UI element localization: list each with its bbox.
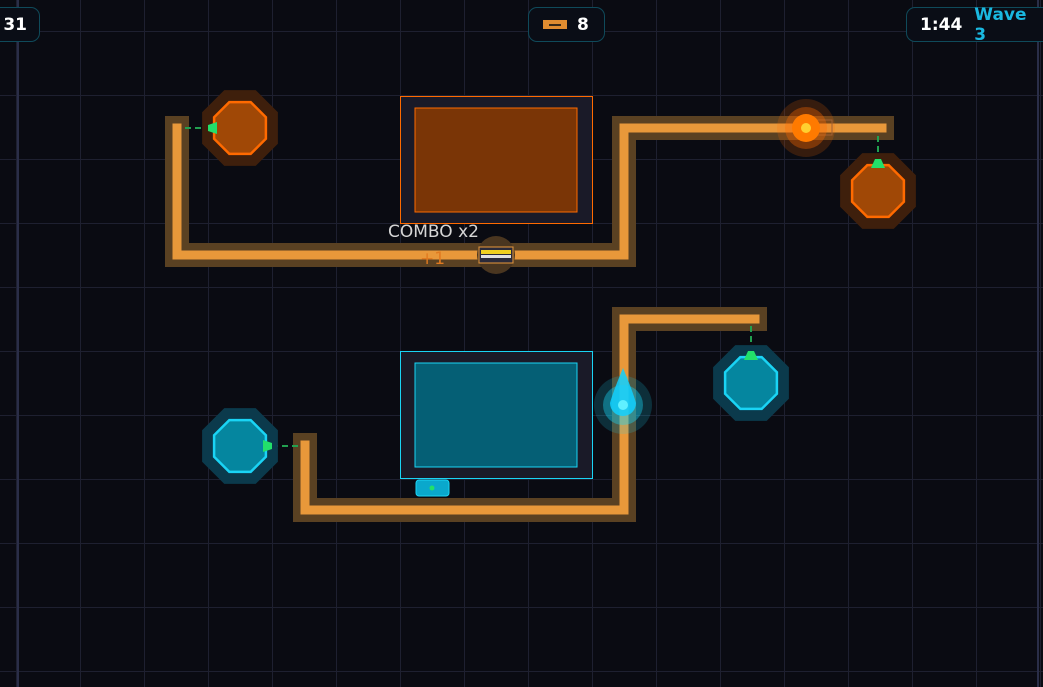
input-port-icon <box>871 159 885 168</box>
resource-panel: 8 <box>528 7 605 42</box>
orange-receiver[interactable] <box>840 153 916 229</box>
orange-receiver[interactable] <box>202 90 278 166</box>
resource-count: 8 <box>577 14 589 35</box>
wave-panel: 1:44 Wave 3 <box>906 4 1043 45</box>
orange-resource-orb <box>777 99 835 157</box>
pipe-segment-item[interactable] <box>477 236 515 274</box>
orange-factory[interactable] <box>400 96 593 224</box>
input-port-icon <box>208 122 217 134</box>
pipe-icon <box>543 20 567 29</box>
cyan-receiver[interactable] <box>202 408 278 484</box>
points-popup: +1 <box>420 249 446 269</box>
input-port-icon <box>744 351 758 360</box>
wave-label: Wave 3 <box>974 4 1027 45</box>
cyan-factory[interactable] <box>400 351 593 497</box>
input-port-icon <box>263 440 272 452</box>
combo-text: COMBO x2 <box>388 222 479 242</box>
timer: 1:44 <box>920 14 963 35</box>
score-panel: 31 <box>0 7 40 42</box>
cyan-resource-orb <box>594 368 652 434</box>
cyan-receiver[interactable] <box>713 345 789 421</box>
score-value: 31 <box>3 14 27 35</box>
